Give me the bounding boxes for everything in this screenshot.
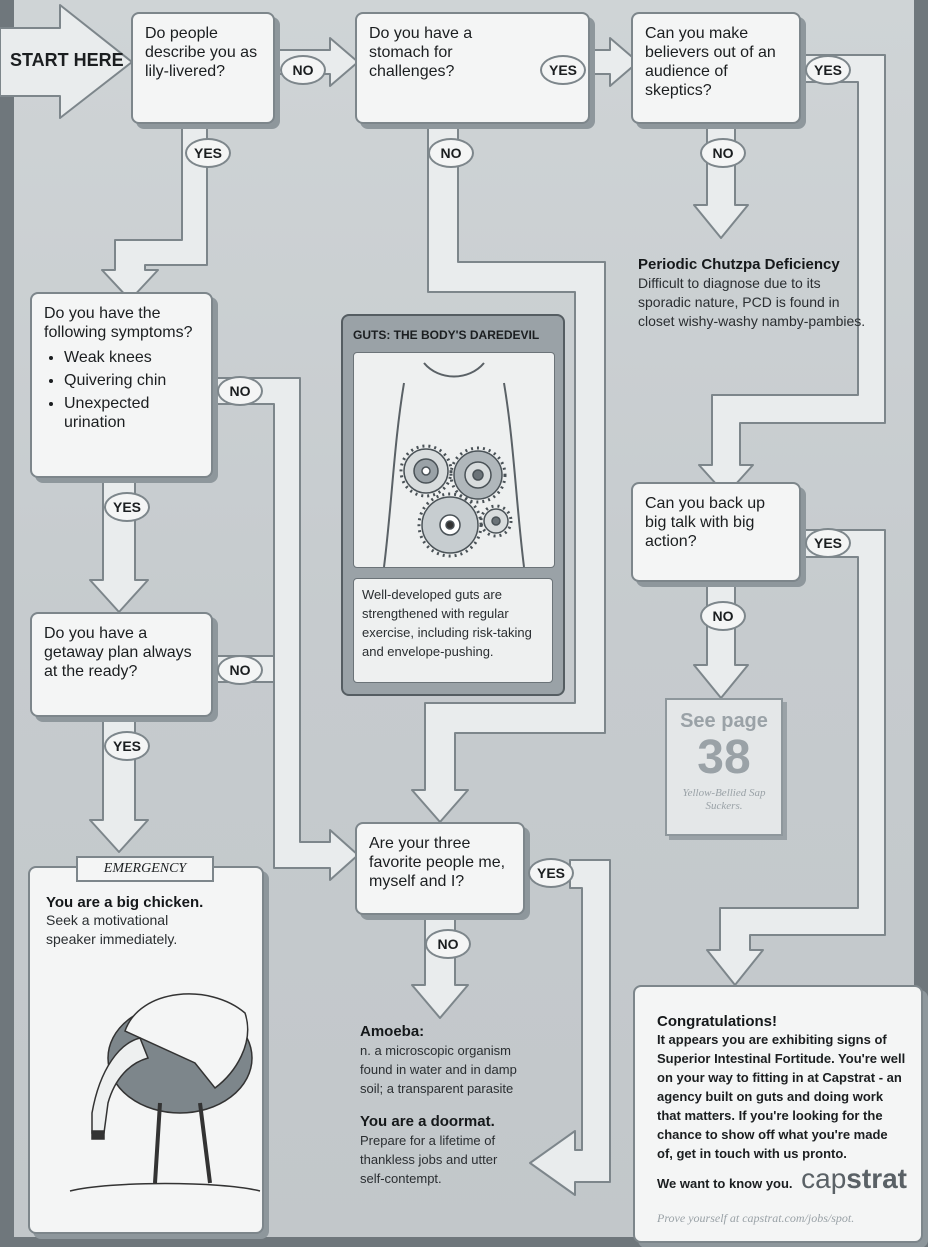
q7-yes-badge: YES bbox=[805, 528, 851, 558]
emergency-body: Seek a motivational speaker immediately. bbox=[46, 912, 178, 947]
start-arrow bbox=[0, 4, 133, 119]
pcd-body: Difficult to diagnose due to its sporadi… bbox=[638, 275, 866, 329]
q4-yes-badge: YES bbox=[104, 492, 150, 522]
page-ref-box: See page 38 Yellow-Bellied Sap Suckers. bbox=[665, 698, 783, 836]
q5-yes-badge: YES bbox=[104, 731, 150, 761]
gears-icon bbox=[383, 362, 525, 568]
q4-no-badge: NO bbox=[217, 376, 263, 406]
left-frame bbox=[0, 0, 14, 1247]
q1-text: Do people describe you as lily-livered? bbox=[145, 25, 258, 80]
page-ref-see: See page bbox=[680, 710, 768, 732]
bottom-frame bbox=[0, 1237, 928, 1247]
q5-no-badge: NO bbox=[217, 655, 263, 685]
arrow-q7-yes bbox=[706, 529, 886, 986]
symptom-list: Weak knees Quivering chin Unexpected uri… bbox=[44, 348, 199, 432]
congrats-footer: Prove yourself at capstrat.com/jobs/spot… bbox=[657, 1211, 855, 1225]
arrow-q6-yes bbox=[529, 859, 611, 1196]
q6-yes-badge: YES bbox=[528, 858, 574, 888]
arrow-q2-yes bbox=[589, 37, 639, 87]
right-frame bbox=[914, 0, 928, 1247]
q5-text: Do you have a getaway plan always at the… bbox=[44, 625, 192, 680]
q4-intro: Do you have the following symptoms? bbox=[44, 305, 193, 341]
q2-text: Do you have a stomach for challenges? bbox=[369, 25, 473, 80]
q5-box: Do you have a getaway plan always at the… bbox=[30, 612, 213, 717]
q1-yes-badge: YES bbox=[185, 138, 231, 168]
page-ref-subtitle: Yellow-Bellied Sap Suckers. bbox=[682, 787, 766, 812]
q7-no-badge: NO bbox=[700, 601, 746, 631]
congrats-closing: We want to know you. bbox=[657, 1176, 793, 1191]
guts-caption-text: Well-developed guts are strengthened wit… bbox=[362, 587, 532, 659]
congrats-title: Congratulations! bbox=[657, 1013, 777, 1030]
emergency-tag-text: EMERGENCY bbox=[103, 861, 187, 876]
guts-panel: GUTS: THE BODY'S DAREDEVIL bbox=[341, 314, 565, 696]
amoeba-note: Amoeba: n. a microscopic organism found … bbox=[360, 1022, 540, 1188]
symptom-item: Quivering chin bbox=[64, 371, 199, 390]
q6-no-badge: NO bbox=[425, 929, 471, 959]
q3-no-badge: NO bbox=[700, 138, 746, 168]
q3-text: Can you make believers out of an audienc… bbox=[645, 25, 776, 99]
ostrich-illustration bbox=[69, 993, 261, 1192]
q3-yes-badge: YES bbox=[805, 55, 851, 85]
arrow-q2-no bbox=[411, 124, 606, 823]
congrats-box: Congratulations! It appears you are exhi… bbox=[633, 985, 923, 1243]
q6-box: Are your three favorite people me, mysel… bbox=[355, 822, 525, 915]
q1-box: Do people describe you as lily-livered? bbox=[131, 12, 275, 124]
emergency-tag: EMERGENCY bbox=[76, 856, 214, 882]
logo-strat: strat bbox=[846, 1163, 907, 1194]
torso-illustration bbox=[353, 352, 555, 568]
doormat-body: Prepare for a lifetime of thankless jobs… bbox=[360, 1133, 498, 1186]
symptom-item: Weak knees bbox=[64, 348, 199, 367]
arrow-q3-yes bbox=[698, 54, 886, 496]
start-label: START HERE bbox=[10, 50, 124, 70]
pcd-title: Periodic Chutzpa Deficiency bbox=[638, 256, 840, 273]
q2-no-badge: NO bbox=[428, 138, 474, 168]
emergency-box: You are a big chicken. Seek a motivation… bbox=[28, 866, 264, 1234]
emergency-title: You are a big chicken. bbox=[46, 894, 204, 911]
q3-box: Can you make believers out of an audienc… bbox=[631, 12, 801, 124]
capstrat-logo: capstrat bbox=[801, 1163, 907, 1195]
doormat-title: You are a doormat. bbox=[360, 1113, 495, 1130]
logo-cap: cap bbox=[801, 1163, 847, 1194]
q4-box: Do you have the following symptoms? Weak… bbox=[30, 292, 213, 478]
q6-text: Are your three favorite people me, mysel… bbox=[369, 835, 506, 890]
symptom-item: Unexpected urination bbox=[64, 394, 199, 432]
guts-caption: Well-developed guts are strengthened wit… bbox=[353, 578, 553, 683]
amoeba-title: Amoeba: bbox=[360, 1023, 425, 1040]
arrow-q4-no bbox=[212, 377, 359, 881]
congrats-signoff: We want to know you. capstrat bbox=[657, 1163, 907, 1195]
q7-text: Can you back up big talk with big action… bbox=[645, 495, 766, 550]
arrow-q1-yes bbox=[101, 124, 208, 301]
congrats-body: It appears you are exhibiting signs of S… bbox=[657, 1032, 906, 1161]
q7-box: Can you back up big talk with big action… bbox=[631, 482, 801, 582]
page-ref-number: 38 bbox=[697, 731, 751, 784]
guts-title: GUTS: THE BODY'S DAREDEVIL bbox=[353, 328, 540, 342]
q1-no-badge: NO bbox=[280, 55, 326, 85]
amoeba-def: n. a microscopic organism found in water… bbox=[360, 1043, 517, 1096]
q2-yes-badge: YES bbox=[540, 55, 586, 85]
pcd-note: Periodic Chutzpa Deficiency Difficult to… bbox=[638, 255, 868, 331]
